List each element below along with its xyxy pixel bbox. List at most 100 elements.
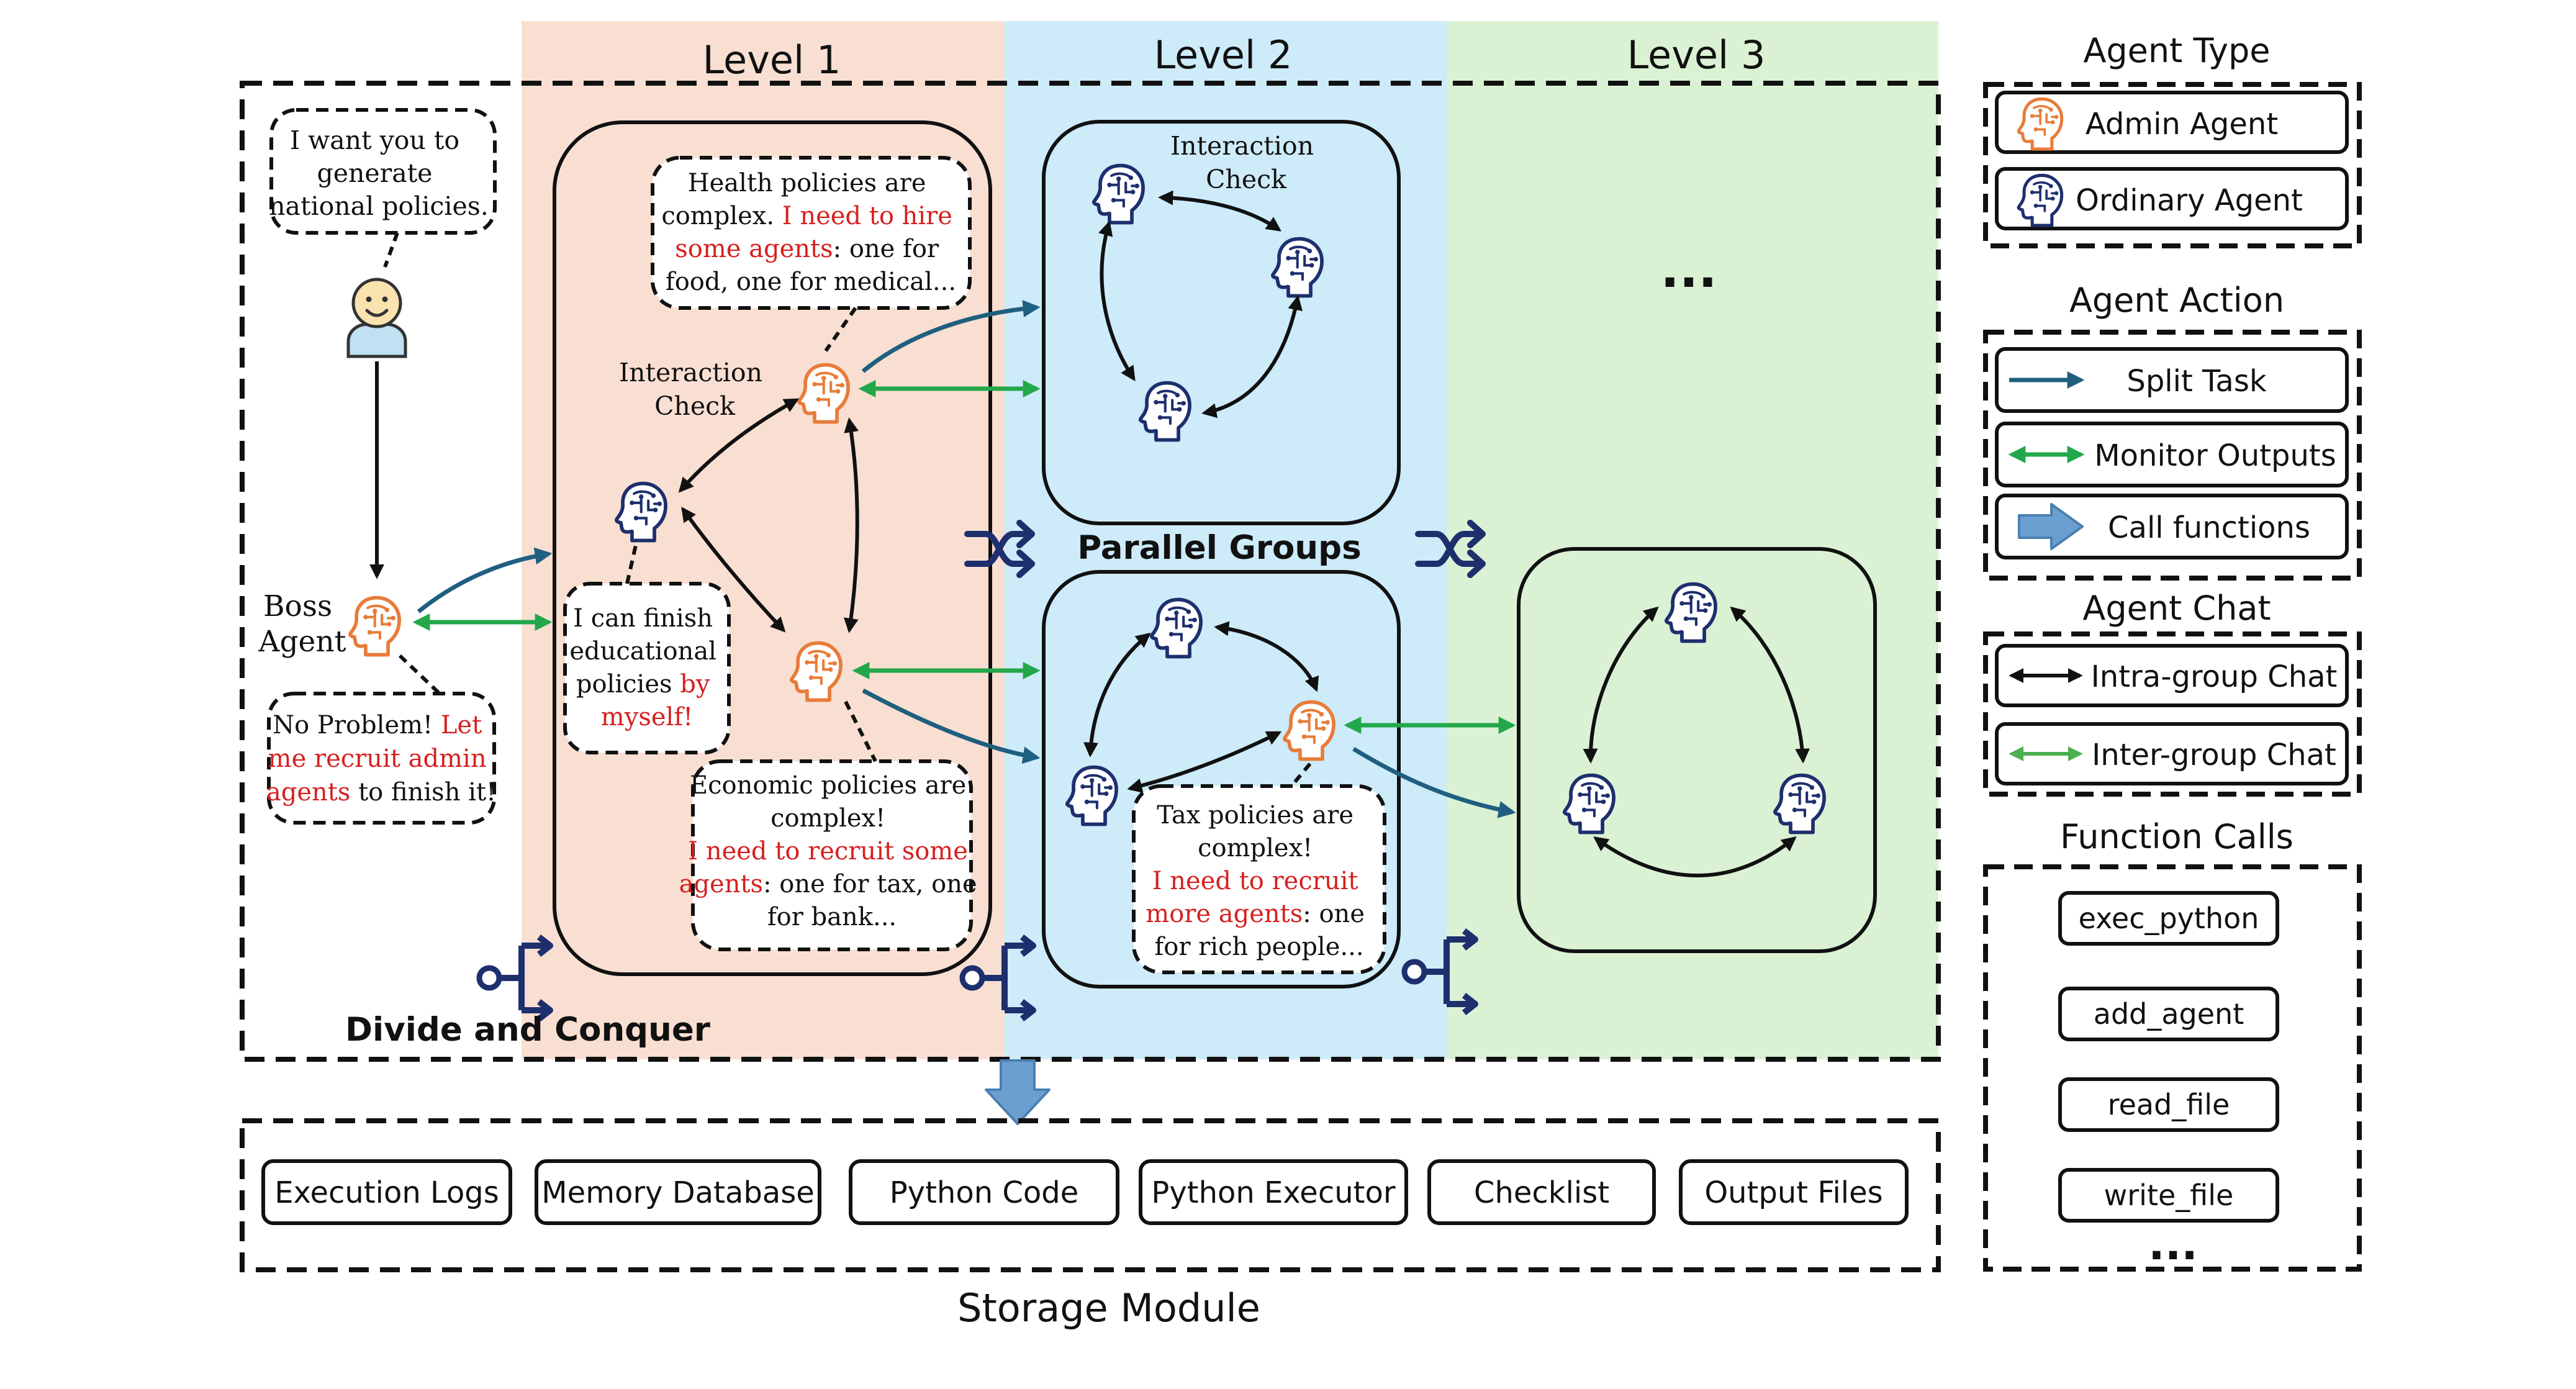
level3-intra-chat-arrow	[1730, 606, 1810, 764]
legend-monitor-outputs-item	[1995, 422, 2349, 487]
function-call-box	[2058, 1168, 2279, 1223]
economic-bubble-line: complex!	[771, 804, 885, 833]
main-workflow-frame	[240, 81, 1941, 1062]
user-icon	[346, 278, 407, 358]
user-speech-bubble	[269, 108, 497, 235]
plain-text: to finish it!	[350, 778, 496, 807]
legend-agent-chat-frame	[1983, 631, 2362, 797]
level2-top-intra-chat-arrow	[1098, 220, 1136, 382]
highlighted-text: agents	[266, 778, 351, 807]
level1-intra-chat-arrow	[681, 507, 786, 633]
storage-items: Execution Logs Memory Database Python Co…	[261, 1159, 1909, 1225]
storage-item-box	[849, 1159, 1119, 1225]
tax-bubble-line: I need to recruit	[1152, 867, 1358, 895]
level1-split-task-arrow-bottom	[862, 688, 1041, 764]
legend-inter-group-chat-label: Inter-group Chat	[2092, 738, 2336, 772]
legend-monitor-outputs-label: Monitor Outputs	[2094, 438, 2336, 473]
storage-item-box	[261, 1159, 512, 1225]
economic-bubble-line: Economic policies are	[690, 771, 966, 800]
user-bubble-tail	[383, 232, 399, 268]
level1-title: Level 1	[703, 37, 841, 83]
boss-speech-bubble	[267, 692, 496, 825]
legend-admin-agent-item	[1995, 91, 2349, 154]
health-bubble-line: complex. I need to hire	[661, 202, 952, 230]
storage-item-label: Checklist	[1474, 1175, 1609, 1210]
storage-module-frame	[240, 1118, 1941, 1272]
legend-ordinary-agent-item	[1995, 167, 2349, 230]
parallel-groups-label: Parallel Groups	[1077, 529, 1361, 567]
level2-bottom-intra-chat-arrow	[1127, 731, 1282, 793]
interaction-check-line: Check	[1206, 165, 1287, 194]
plain-text: policies	[576, 670, 680, 699]
highlighted-text: I need to recruit	[1152, 867, 1358, 895]
legend-inter-group-chat-item	[1995, 722, 2349, 785]
storage-item-label: Execution Logs	[274, 1175, 499, 1210]
level3-ellipsis: ...	[1660, 241, 1717, 299]
tax-bubble-tail	[1290, 762, 1312, 787]
plain-text: Economic policies are	[690, 771, 966, 800]
plain-text: Tax policies are	[1157, 801, 1354, 830]
tax-policies-bubble	[1132, 784, 1386, 974]
level2-title: Level 2	[1154, 32, 1293, 78]
boss-bubble-text: No Problem! Let me recruit admin agents …	[266, 711, 496, 807]
level1-group-box	[553, 120, 992, 976]
highlighted-text: myself!	[601, 703, 693, 731]
level3-background	[1447, 21, 1938, 1059]
plain-text: complex!	[771, 804, 885, 833]
legend-agent-chat-title: Agent Chat	[2082, 589, 2271, 628]
function-calls-ellipsis: ...	[2148, 1219, 2198, 1270]
level2-bottom-intra-chat-arrow	[1083, 632, 1151, 758]
highlighted-text: me recruit admin	[268, 744, 487, 773]
highlighted-text: by	[680, 670, 710, 699]
health-bubble-text: Health policies are complex. I need to h…	[661, 169, 960, 296]
health-policies-bubble	[651, 156, 972, 310]
legend-ordinary-agent-label: Ordinary Agent	[2076, 183, 2303, 218]
function-call-box	[2058, 891, 2279, 946]
function-call-label: read_file	[2108, 1088, 2230, 1121]
storage-item-box	[1679, 1159, 1909, 1225]
plain-text: food, one for medical...	[666, 268, 956, 296]
boss-agent-brain-icon	[350, 598, 399, 655]
plain-text: for rich people...	[1154, 933, 1363, 961]
storage-item-label: Memory Database	[541, 1175, 815, 1210]
educational-bubble-line: myself!	[601, 703, 693, 731]
tax-bubble-line: for rich people...	[1154, 933, 1363, 961]
legend-agent-type-title: Agent Type	[2083, 31, 2270, 70]
function-call-label: write_file	[2104, 1179, 2234, 1212]
user-bubble-text: I want you to generate national policies…	[269, 125, 489, 221]
highlighted-text: agents	[679, 870, 764, 898]
level2-split-task-arrow	[1352, 747, 1516, 818]
divide-and-conquer-label: Divide and Conquer	[345, 1011, 710, 1049]
legend-agent-action-frame	[1983, 330, 2362, 581]
highlighted-text: I need to recruit some	[688, 837, 968, 866]
plain-text: complex!	[1198, 834, 1313, 862]
plain-text: : one for	[833, 235, 939, 263]
legend-split-task-item	[1995, 347, 2349, 413]
interaction-check-line: Check	[654, 391, 736, 421]
level3-intra-chat-arrow	[1583, 606, 1659, 764]
tax-bubble-line: Tax policies are	[1157, 801, 1354, 830]
level1-split-task-arrow-top	[861, 300, 1041, 373]
legend-function-calls-frame	[1983, 864, 2362, 1272]
economic-bubble-line: agents: one for tax, one	[679, 870, 977, 898]
educational-policies-bubble	[563, 582, 731, 754]
highlighted-text: I need to hire	[782, 202, 952, 230]
call-functions-arrow	[985, 1059, 1051, 1125]
legend-call-functions-icon	[2018, 503, 2084, 550]
level3-group-box	[1517, 547, 1877, 953]
storage-item-box	[1139, 1159, 1408, 1225]
plain-text: Health policies are	[688, 169, 926, 197]
storage-module-title: Storage Module	[957, 1285, 1260, 1331]
boss-split-task-arrow	[417, 547, 553, 613]
storage-item-box	[1427, 1159, 1656, 1225]
legend-intra-group-chat-item	[1995, 644, 2349, 707]
level2-top-intra-chat-arrow	[1201, 295, 1303, 419]
educational-bubble-tail	[625, 545, 638, 584]
tax-bubble-text: Tax policies are complex! I need to recr…	[1146, 801, 1372, 961]
educational-bubble-line: I can finish	[573, 604, 713, 633]
level3-title: Level 3	[1627, 32, 1766, 78]
highlighted-text: more agents	[1146, 900, 1303, 928]
level2-interaction-check-label: Interaction Check	[1170, 131, 1322, 194]
legend-function-calls-title: Function Calls	[2060, 817, 2294, 856]
health-bubble-line: some agents: one for	[675, 235, 939, 263]
